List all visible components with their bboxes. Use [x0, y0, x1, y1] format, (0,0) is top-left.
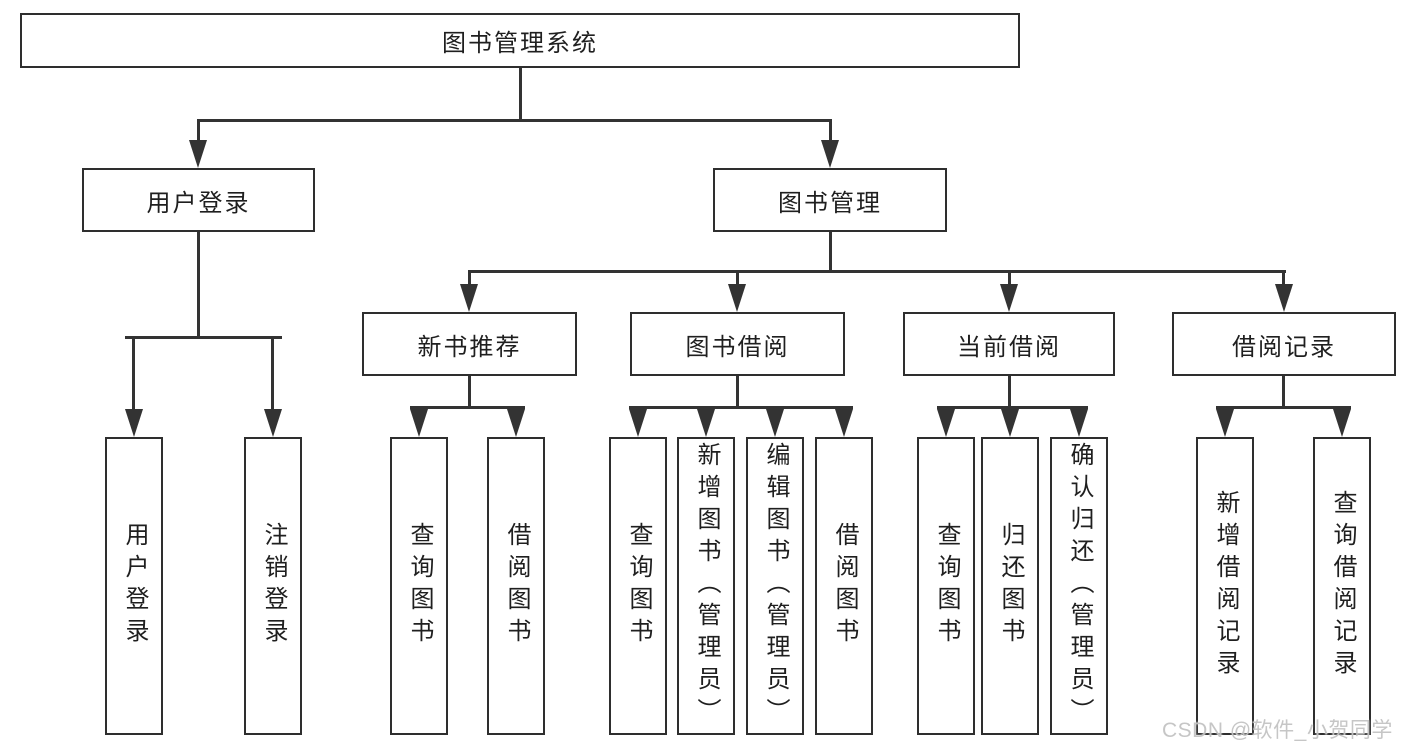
arrowhead-down-icon [1275, 284, 1293, 312]
connector-book-mgmt-hline [468, 270, 1286, 273]
leaf-confirm-return-admin: 确认归还（管理员） [1050, 437, 1108, 735]
leaf-user-login: 用户登录 [105, 437, 163, 735]
arrowhead-down-icon [1001, 409, 1019, 437]
node-label: 确认归还（管理员） [1066, 442, 1093, 730]
connector-leaf-drop [271, 337, 274, 412]
csdn-watermark: CSDN @软件_小贺同学 [1162, 719, 1393, 742]
arrowhead-down-icon [1000, 284, 1018, 312]
connector-book-mgmt-stem [829, 230, 832, 272]
connector-new-book-stem [468, 375, 471, 409]
arrowhead-down-icon [766, 409, 784, 437]
node-label: 图书管理 [778, 189, 882, 217]
node-label: 用户登录 [121, 522, 148, 650]
leaf-add-book-admin: 新增图书（管理员） [677, 437, 735, 735]
connector-current-borrow-hline [937, 406, 1088, 409]
connector-level3-drop [468, 272, 471, 286]
node-label: 查询图书 [933, 522, 960, 650]
node-label: 查询图书 [406, 522, 433, 650]
leaf-query-books-borrow: 查询图书 [609, 437, 667, 735]
leaf-logout: 注销登录 [244, 437, 302, 735]
node-user-login: 用户登录 [82, 168, 315, 232]
leaf-add-borrow-record: 新增借阅记录 [1196, 437, 1254, 735]
node-label: 借阅图书 [503, 522, 530, 650]
connector-level3-drop [1008, 272, 1011, 286]
node-label: 注销登录 [260, 522, 287, 650]
arrowhead-down-icon [125, 409, 143, 437]
connector-current-borrow-stem [1008, 375, 1011, 409]
node-borrowing-records: 借阅记录 [1172, 312, 1396, 376]
arrowhead-down-icon [189, 140, 207, 168]
node-label: 新增图书（管理员） [693, 442, 720, 730]
arrowhead-down-icon [460, 284, 478, 312]
arrowhead-down-icon [1070, 409, 1088, 437]
node-label: 查询借阅记录 [1329, 490, 1356, 682]
arrowhead-down-icon [507, 409, 525, 437]
connector-root-stem [519, 68, 522, 121]
connector-level3-drop [1282, 272, 1285, 286]
node-label: 图书借阅 [685, 333, 790, 361]
connector-borrow-records-stem [1282, 375, 1285, 409]
node-label: 图书管理系统 [442, 30, 598, 57]
connector-leaf-drop [132, 337, 135, 412]
arrowhead-down-icon [1216, 409, 1234, 437]
node-label: 借阅图书 [831, 522, 858, 650]
arrowhead-down-icon [264, 409, 282, 437]
arrowhead-down-icon [937, 409, 955, 437]
node-label: 借阅记录 [1232, 333, 1336, 361]
connector-book-borrow-stem [736, 375, 739, 409]
leaf-query-borrow-record: 查询借阅记录 [1313, 437, 1371, 735]
node-label: 当前借阅 [957, 333, 1061, 361]
node-label: 新增借阅记录 [1212, 490, 1239, 682]
connector-level3-drop [736, 272, 739, 286]
arrowhead-down-icon [629, 409, 647, 437]
node-book-management-system: 图书管理系统 [20, 13, 1020, 68]
node-label: 新书推荐 [417, 333, 522, 361]
leaf-borrow-books: 借阅图书 [815, 437, 873, 735]
node-book-borrowing: 图书借阅 [630, 312, 845, 376]
leaf-edit-book-admin: 编辑图书（管理员） [746, 437, 804, 735]
node-new-book-recommend: 新书推荐 [362, 312, 577, 376]
arrowhead-down-icon [410, 409, 428, 437]
node-label: 归还图书 [997, 522, 1024, 650]
arrowhead-down-icon [728, 284, 746, 312]
node-label: 用户登录 [146, 189, 251, 217]
node-book-management: 图书管理 [713, 168, 947, 232]
connector-book-borrow-hline [629, 406, 853, 409]
leaf-query-books-recommend: 查询图书 [390, 437, 448, 735]
connector-user-login-hline [125, 336, 282, 339]
connector-user-login-stem [197, 230, 200, 338]
arrowhead-down-icon [1333, 409, 1351, 437]
leaf-borrow-books-recommend: 借阅图书 [487, 437, 545, 735]
connector-new-book-hline [410, 406, 525, 409]
arrowhead-down-icon [835, 409, 853, 437]
connector-book-mgmt-drop [829, 120, 832, 144]
node-label: 查询图书 [625, 522, 652, 650]
connector-user-login-drop [197, 120, 200, 144]
node-current-borrowing: 当前借阅 [903, 312, 1115, 376]
leaf-query-books-current: 查询图书 [917, 437, 975, 735]
leaf-return-book: 归还图书 [981, 437, 1039, 735]
arrowhead-down-icon [821, 140, 839, 168]
arrowhead-down-icon [697, 409, 715, 437]
node-label: 编辑图书（管理员） [762, 442, 789, 730]
connector-root-hline [197, 119, 832, 122]
connector-borrow-records-hline [1216, 406, 1351, 409]
